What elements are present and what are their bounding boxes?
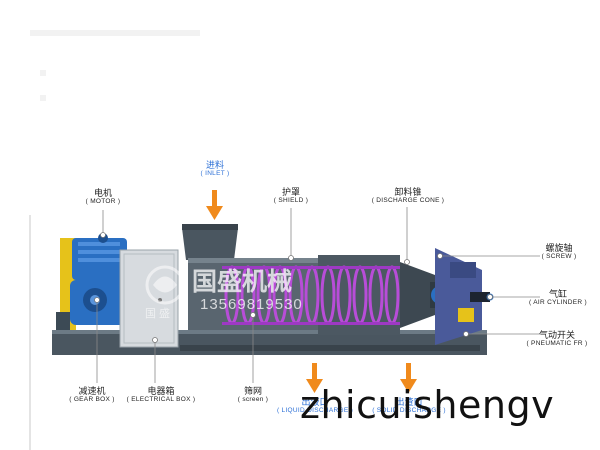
watermark-company: 国盛机械 (192, 268, 293, 296)
label-screen: 筛网( screen ) (237, 386, 269, 404)
watermark-phone: 13569819530 (200, 296, 303, 313)
label-solid-discharge: 出渣口( SOLID DISCHARGE ) (372, 397, 446, 415)
motor-fin (78, 250, 120, 254)
discharge-cone (400, 262, 435, 328)
label-discharge-cone: 卸料锥( DISCHARGE CONE ) (371, 187, 445, 205)
pneumatic-switch (458, 308, 474, 322)
label-electrical-box: 电器箱( ELECTRICAL BOX ) (126, 386, 196, 404)
label-motor: 电机( MOTOR ) (85, 188, 121, 206)
motor-fin (78, 258, 120, 262)
label-liquid-discharge: 出液口( LIQUID DISCHARGE ) (276, 397, 354, 415)
electrical-box (119, 249, 179, 348)
leader-lines (96, 207, 540, 383)
pump-block (56, 312, 70, 330)
watermark-logo (145, 265, 185, 305)
motor-fin (78, 242, 120, 246)
spiral-edge (222, 322, 402, 325)
hopper-rim (182, 224, 238, 230)
label-shield: 护罩( SHIELD ) (273, 187, 309, 205)
label-pneumatic: 气动开关( PNEUMATIC FR ) (526, 330, 588, 348)
faint-mark (40, 70, 46, 76)
label-screw: 螺旋轴( SCREW ) (541, 243, 577, 261)
inlet-hopper (182, 228, 238, 260)
flow-arrows (206, 190, 417, 393)
shield-top (188, 258, 328, 263)
label-gear-box: 减速机( GEAR BOX ) (69, 386, 115, 404)
end-frame-block (450, 262, 476, 278)
faint-mark (40, 95, 46, 101)
base-rail (180, 345, 480, 351)
air-cylinder (470, 292, 490, 302)
label-air-cylinder: 气缸( AIR CYLINDER ) (529, 289, 587, 307)
brand-watermark: zhicuishengv (300, 383, 555, 427)
leader-dots (94, 232, 493, 343)
electrical-box-door (123, 253, 175, 344)
spiral-edge (222, 266, 402, 269)
base-frame-top (52, 330, 487, 334)
label-inlet: 进料( INLET ) (200, 160, 230, 178)
faint-mark (30, 30, 200, 36)
watermark-sub: 国 盛 (145, 308, 171, 320)
